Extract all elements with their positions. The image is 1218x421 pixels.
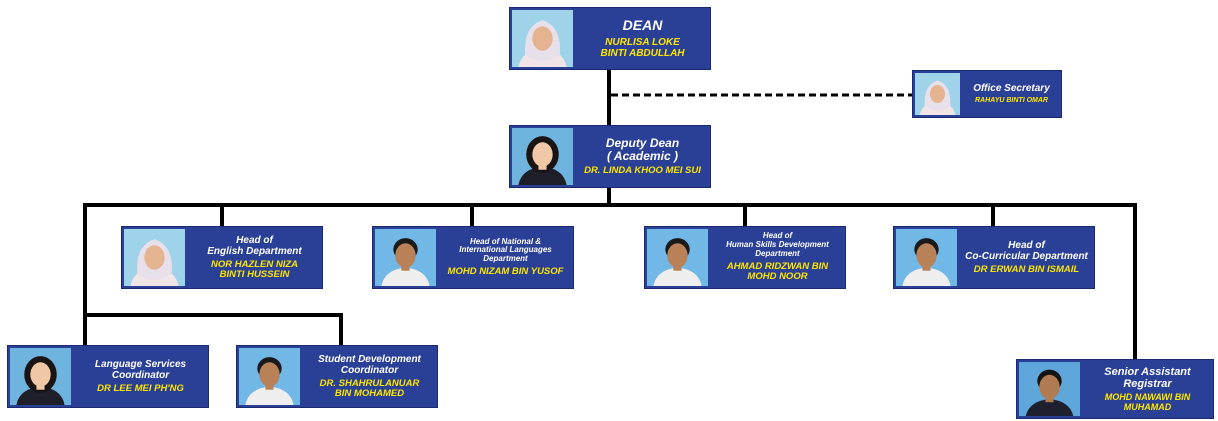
cocurricular-dept-name: DR ERWAN BIN ISMAIL [973, 263, 1080, 275]
national-dept-box: Head of National &International Language… [372, 226, 574, 289]
portrait-icon [512, 128, 573, 185]
dean-photo [512, 10, 573, 67]
secretary-photo [915, 73, 960, 115]
student-dev-photo [239, 348, 300, 405]
portrait-icon [647, 229, 708, 286]
cocurricular-dept-photo [896, 229, 957, 286]
portrait-icon [896, 229, 957, 286]
national-dept-photo [375, 229, 436, 286]
portrait-icon [512, 10, 573, 67]
portrait-icon [915, 73, 960, 115]
registrar-photo [1019, 362, 1080, 416]
human-skills-dept-photo [647, 229, 708, 286]
secretary-name: RAHAYU BINTI OMAR [975, 97, 1048, 105]
language-services-photo [10, 348, 71, 405]
secretary-title: Office Secretary [973, 83, 1050, 95]
portrait-icon [1019, 362, 1080, 416]
national-dept-name: MOHD NIZAM BIN YUSOF [447, 265, 564, 277]
portrait-icon [239, 348, 300, 405]
language-services-name: DR LEE MEI PH'NG [97, 382, 184, 394]
portrait-icon [10, 348, 71, 405]
portrait-icon [124, 229, 185, 286]
english-dept-photo [124, 229, 185, 286]
deputy-dean-photo [512, 128, 573, 185]
deputy-dean-name: DR. LINDA KHOO MEI SUI [584, 164, 701, 176]
deputy-dean-box: Deputy Dean( Academic ) DR. LINDA KHOO M… [509, 125, 711, 188]
national-dept-title: Head of National &International Language… [459, 236, 552, 264]
portrait-icon [375, 229, 436, 286]
dean-title: DEAN [622, 17, 663, 34]
deputy-dean-title: Deputy Dean( Academic ) [605, 135, 680, 163]
secretary-box: Office Secretary RAHAYU BINTI OMAR [912, 70, 1062, 118]
